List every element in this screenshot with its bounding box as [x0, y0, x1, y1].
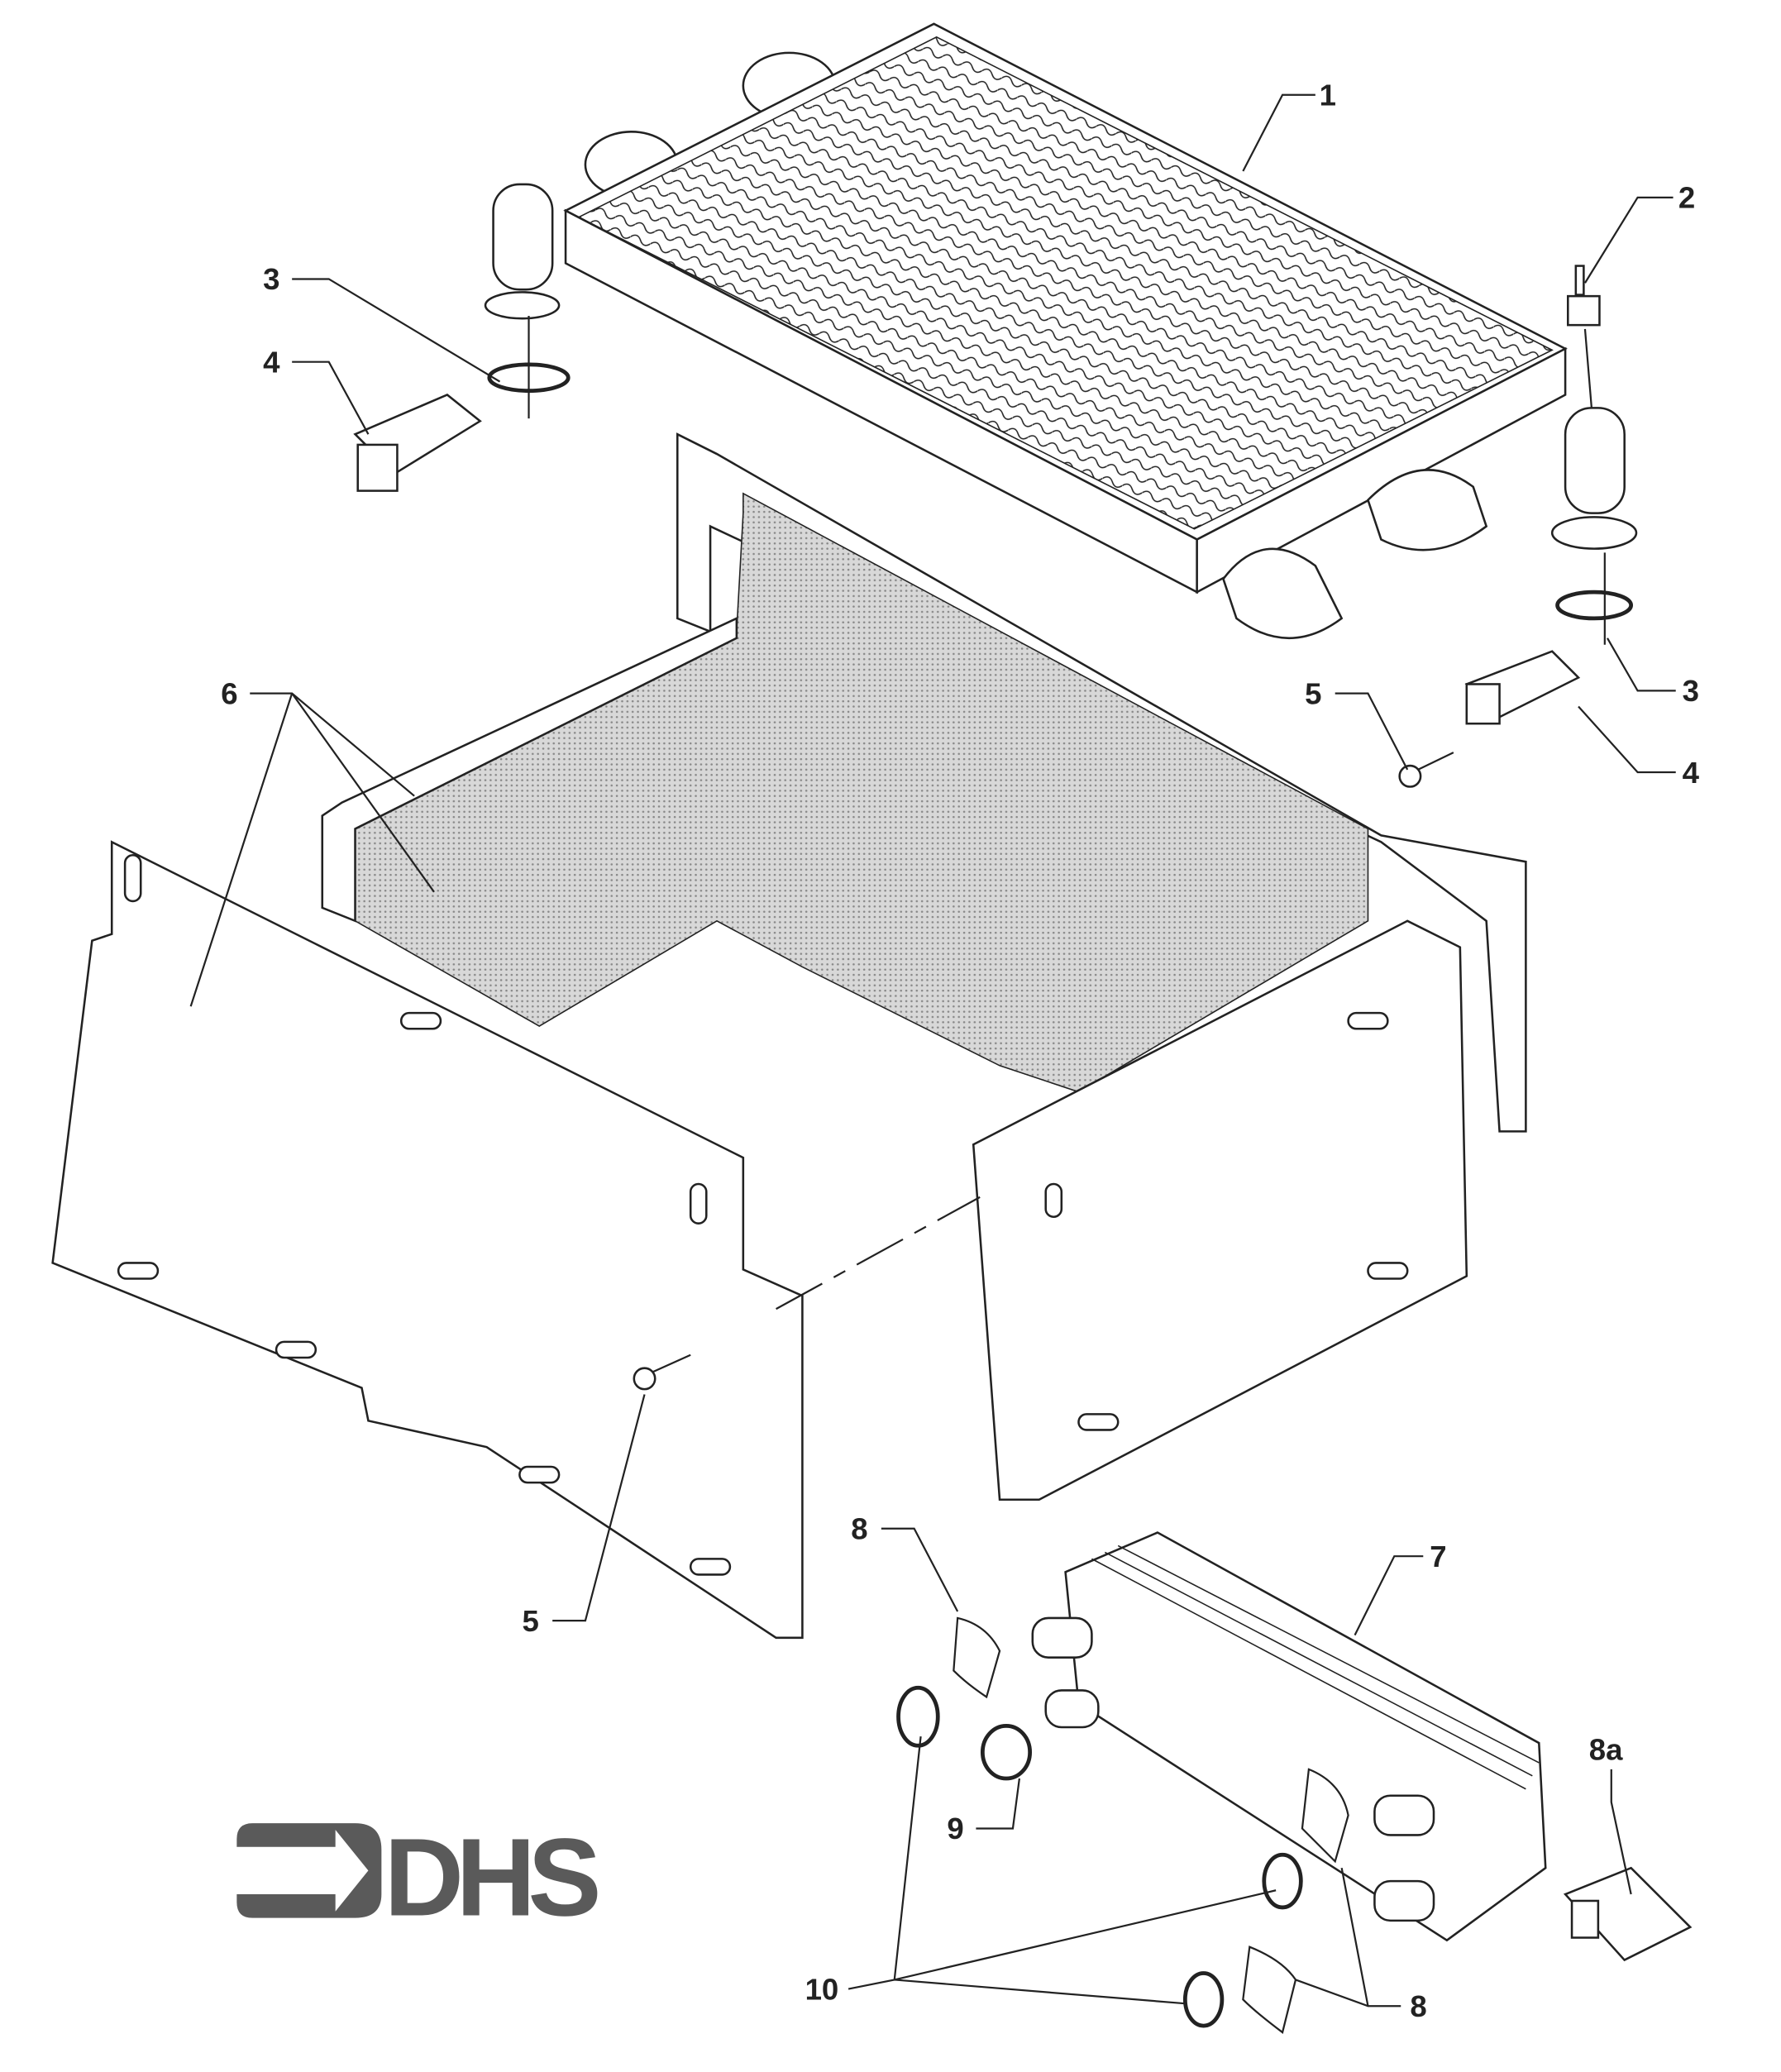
dhs-logo: DHS: [236, 1816, 605, 1939]
clip-left: [353, 393, 482, 492]
o-ring-right: [1555, 590, 1634, 621]
seal-10-a: [896, 1685, 940, 1748]
part-label-5-bottom: 5: [523, 1604, 539, 1638]
clip-8-lower-1: [1301, 1768, 1349, 1864]
part-label-8a: 8a: [1589, 1733, 1623, 1767]
part-label-2: 2: [1678, 181, 1695, 215]
part-label-3-right: 3: [1683, 674, 1699, 708]
screw-right: [1398, 752, 1454, 788]
temperature-sensor: [1567, 265, 1601, 408]
combustion-chamber: [321, 432, 1527, 1133]
clip-8-top: [953, 1616, 1001, 1699]
part-label-10: 10: [805, 1972, 839, 2006]
dhs-logo-text: DHS: [384, 1816, 598, 1939]
seal-10-c: [1182, 1971, 1225, 2028]
part-label-3-left: 3: [263, 262, 279, 296]
part-label-6: 6: [221, 676, 237, 710]
part-label-7: 7: [1430, 1540, 1446, 1573]
clip-8-lower-2: [1242, 1945, 1297, 2034]
part-label-8-bottom: 8: [1410, 1989, 1426, 2023]
part-label-1: 1: [1320, 78, 1336, 112]
part-label-8-top: 8: [851, 1511, 867, 1545]
seal-10-b: [1262, 1852, 1303, 1910]
part-label-4-left: 4: [263, 345, 280, 379]
main-heat-exchanger: [484, 22, 1638, 639]
screw-bottom: [633, 1353, 691, 1391]
clip-8a: [1563, 1866, 1693, 1962]
part-label-5-right: 5: [1305, 676, 1321, 710]
plate-heat-exchanger: [1031, 1531, 1547, 1942]
leader-lines: [189, 93, 1676, 2008]
clip-right: [1464, 650, 1581, 725]
part-label-4-right: 4: [1683, 756, 1700, 790]
insulation-panel-left: [51, 840, 804, 1640]
insulation-panel-right: [972, 919, 1468, 1501]
seal-9: [980, 1724, 1033, 1781]
part-label-9: 9: [947, 1812, 963, 1845]
